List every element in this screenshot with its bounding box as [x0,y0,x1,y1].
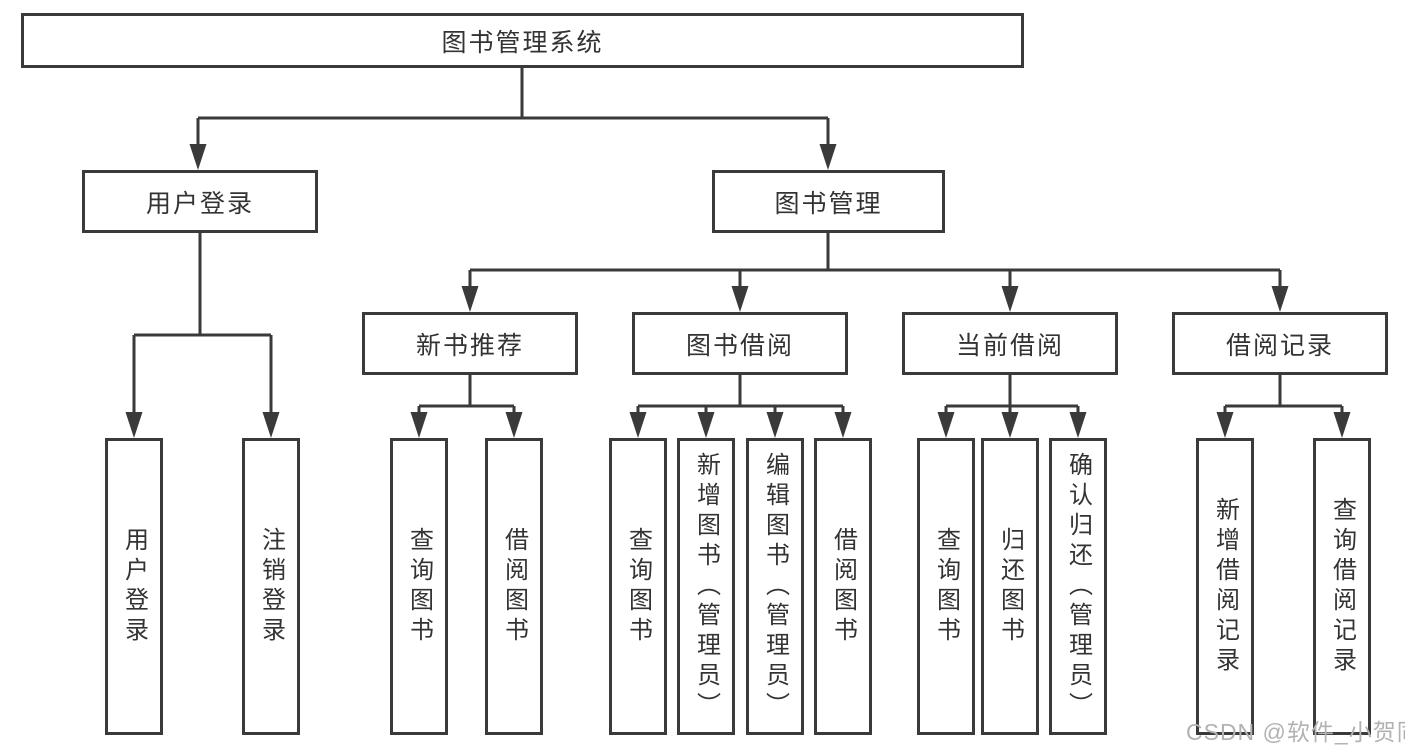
connector-user-login-to-leaves [125,233,280,438]
leaf-add-books-admin: 新增图书（管理员） [677,438,735,735]
connector-root-to-level2 [189,68,837,170]
csdn-watermark: CSDN @软件_小贺同学 [1186,719,1405,745]
leaf-add-borrowing-record: 新增借阅记录 [1196,438,1254,735]
leaf-user-login: 用户登录 [105,438,163,735]
leaf-recommend-borrow-books: 借阅图书 [485,438,543,735]
connector-book-management-to-level3 [461,233,1289,312]
node-borrowing-records: 借阅记录 [1172,312,1388,375]
node-current-borrowing: 当前借阅 [902,312,1118,375]
leaf-borrow-books: 借阅图书 [814,438,872,735]
leaf-current-query-books: 查询图书 [917,438,975,735]
leaf-confirm-return-admin: 确认归还（管理员） [1049,438,1107,735]
node-new-book-recommend: 新书推荐 [362,312,578,375]
leaf-query-borrowing-record: 查询借阅记录 [1313,438,1371,735]
leaf-return-books: 归还图书 [981,438,1039,735]
leaf-borrowing-query-books: 查询图书 [609,438,667,735]
connector-current-borrowing-to-leaves [937,375,1087,438]
node-library-management-system: 图书管理系统 [21,13,1024,68]
node-user-login: 用户登录 [82,170,318,233]
leaf-edit-books-admin: 编辑图书（管理员） [746,438,804,735]
leaf-logout: 注销登录 [242,438,300,735]
connector-borrowing-records-to-leaves [1216,375,1351,438]
connector-book-borrowing-to-leaves [629,375,852,438]
node-book-management: 图书管理 [712,170,945,233]
node-book-borrowing: 图书借阅 [632,312,848,375]
connector-new-book-recommend-to-leaves [410,375,523,438]
leaf-recommend-query-books: 查询图书 [390,438,448,735]
